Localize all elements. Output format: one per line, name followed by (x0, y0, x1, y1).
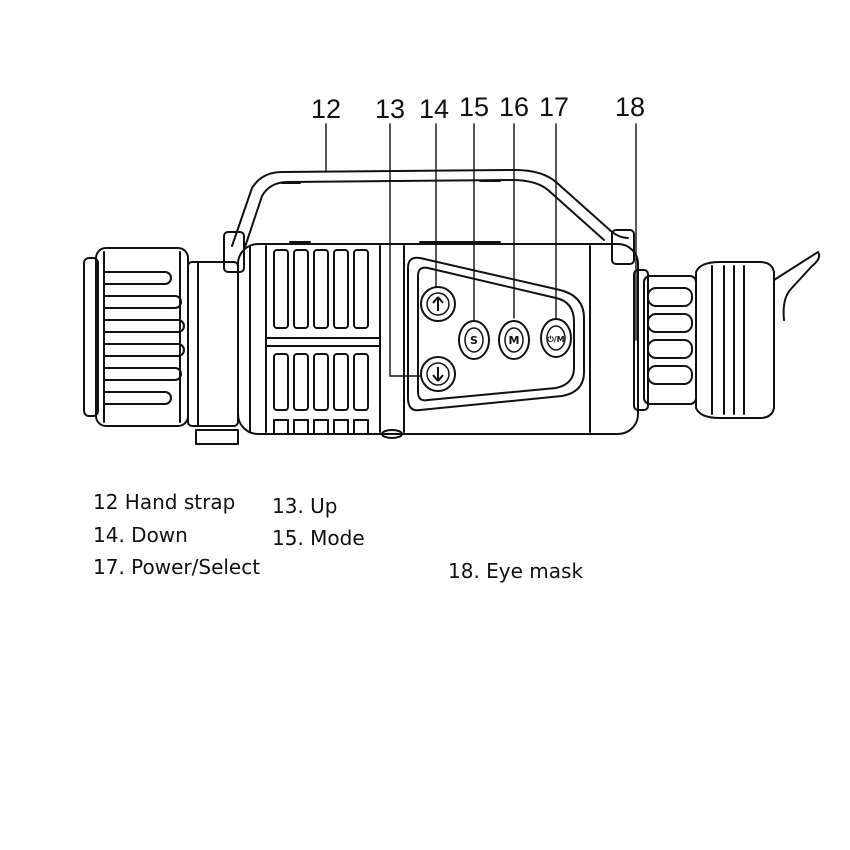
callout-13: 13 (375, 94, 405, 124)
legend-up: 13. Up (272, 494, 338, 518)
hand-strap (223, 169, 635, 273)
front-lens-ring (83, 247, 189, 427)
lens-barrel (187, 261, 239, 445)
eye-mask (695, 251, 821, 419)
mode-button: S (458, 320, 490, 360)
callout-14: 14 (419, 94, 449, 124)
menu-glyph: M (509, 334, 520, 347)
legend-down: 14. Down (93, 523, 188, 547)
legend-power-select: 17. Power/Select (93, 555, 261, 579)
leader-lines (325, 123, 637, 377)
callout-16: 16 (499, 92, 529, 122)
up-arrow-icon (432, 296, 444, 311)
mode-glyph: S (470, 334, 478, 347)
callout-12: 12 (311, 94, 341, 124)
callout-15: 15 (459, 92, 489, 122)
legend-mode: 15. Mode (272, 526, 365, 550)
menu-button: M (498, 320, 530, 360)
up-button (420, 286, 456, 322)
device-diagram: S M ⏻/M 12 13 14 15 16 17 18 (83, 92, 821, 445)
eyepiece-ring (633, 269, 697, 411)
device-body (237, 241, 639, 439)
callout-17: 17 (539, 92, 569, 122)
down-button (420, 356, 456, 392)
button-panel (407, 256, 585, 412)
down-arrow-icon (432, 367, 444, 382)
callout-18: 18 (615, 92, 645, 122)
power-button: ⏻/M (540, 318, 572, 358)
legend-hand-strap: 12 Hand strap (93, 490, 236, 514)
legend-eye-mask: 18. Eye mask (448, 559, 584, 583)
power-glyph: ⏻/M (547, 335, 564, 344)
